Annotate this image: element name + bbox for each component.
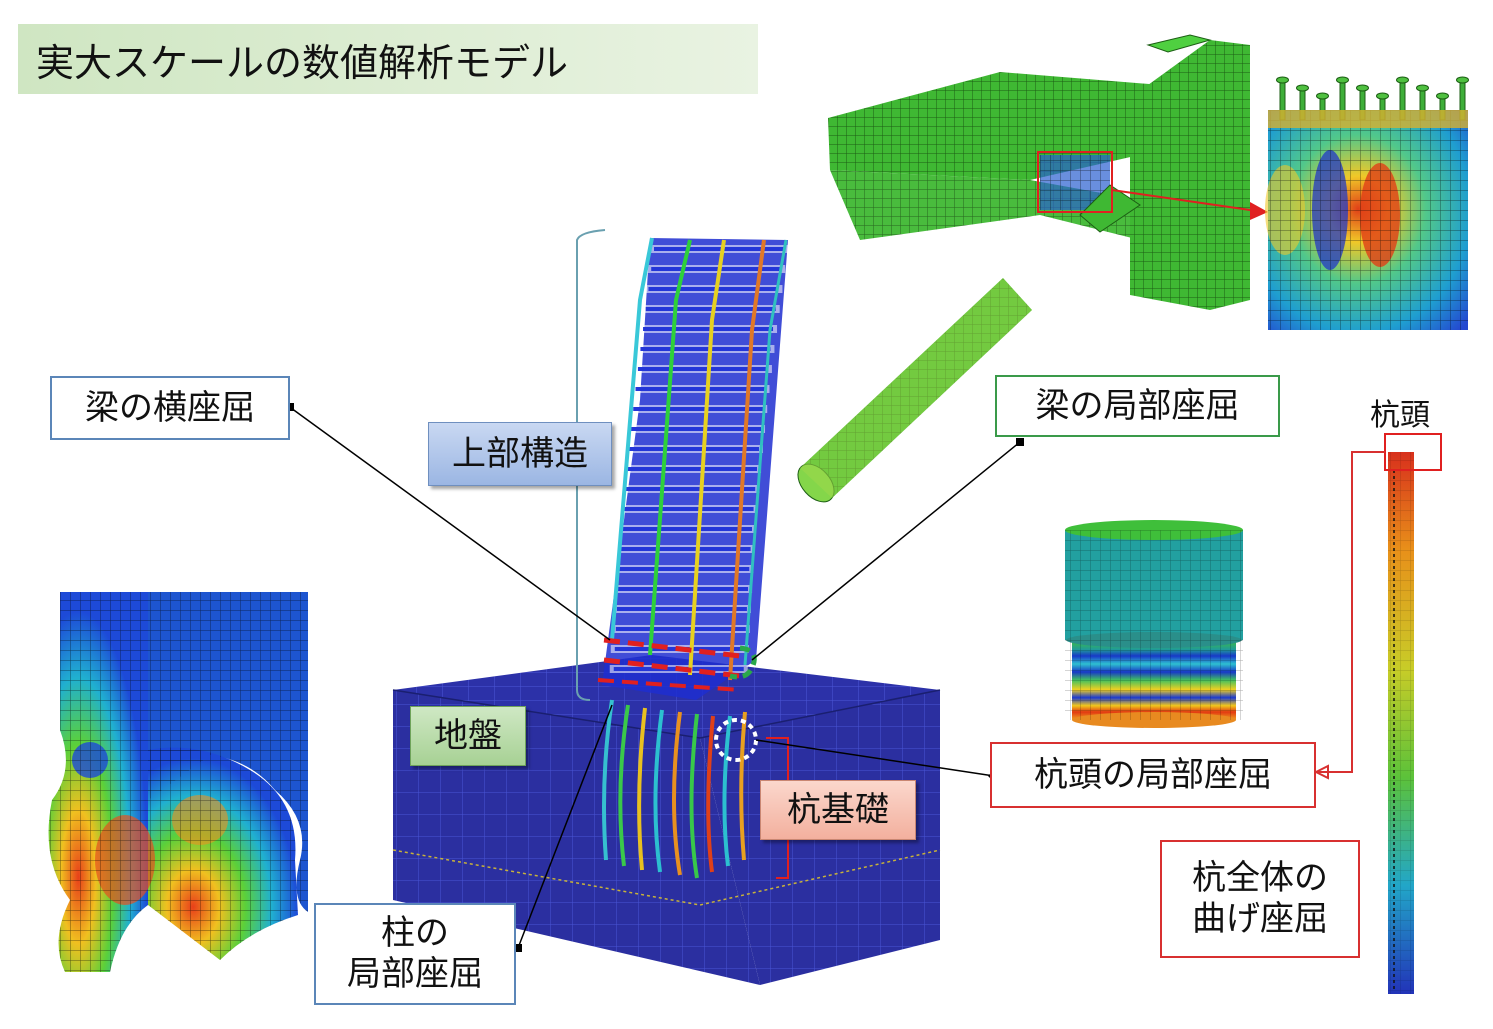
label-pile-foundation: 杭基礎 (760, 780, 916, 840)
foundation-piles (602, 699, 747, 879)
beam-cylinder-model (797, 278, 1032, 503)
column-local-buckling-line1: 柱の (381, 913, 449, 954)
column-local-buckling-line2: 局部座屈 (347, 954, 483, 994)
floor-beam (643, 327, 774, 331)
floor-beam (651, 267, 782, 271)
label-pile-global-buckling: 杭全体の 曲げ座屈 (1160, 840, 1360, 958)
floor-beam (640, 347, 771, 351)
long-pile-model (1313, 433, 1442, 994)
floor-beam (627, 467, 758, 471)
label-superstructure: 上部構造 (428, 422, 612, 486)
label-beam-lateral-buckling: 梁の横座屈 (50, 376, 290, 440)
leader-lines (286, 403, 1024, 952)
beam-joint-model (828, 34, 1268, 310)
floor-beam (623, 507, 754, 511)
building-frame (602, 237, 788, 700)
shear-stud-head (1276, 76, 1289, 84)
shear-stud-head (1336, 76, 1349, 84)
floor-beam (618, 587, 749, 591)
floor-beam (633, 407, 764, 411)
floor-beam (615, 627, 746, 631)
label-beam-local-buckling: 梁の局部座屈 (995, 375, 1280, 437)
floor-beam (645, 307, 776, 311)
floor-beam (620, 547, 751, 551)
shear-stud-head (1316, 92, 1329, 100)
shear-stud-head (1376, 92, 1389, 100)
floor-beam (637, 367, 768, 371)
page-title: 実大スケールの数値解析モデル (18, 24, 758, 94)
shear-stud-head (1396, 76, 1409, 84)
floor-beam (619, 567, 750, 571)
shear-stud-head (1436, 92, 1449, 100)
floor-beam (631, 427, 762, 431)
label-pile-head: 杭頭 (1370, 398, 1430, 433)
pile-global-buckling-line1: 杭全体の (1192, 858, 1328, 899)
label-pile-head-local-buckling: 杭頭の局部座屈 (990, 742, 1316, 808)
shear-stud-head (1296, 84, 1309, 92)
floor-beam (625, 487, 756, 491)
floor-beam (654, 247, 784, 251)
pile-global-buckling-line2: 曲げ座屈 (1192, 899, 1328, 939)
label-column-local-buckling: 柱の 局部座屈 (314, 903, 516, 1005)
label-ground: 地盤 (410, 706, 526, 766)
shear-stud-head (1416, 84, 1429, 92)
flange-top (1268, 110, 1468, 128)
floor-beam (648, 287, 779, 291)
floor-beam (616, 607, 747, 611)
shear-stud-head (1456, 76, 1469, 84)
floor-beam (635, 387, 766, 391)
pile-head-cylinder-model (1065, 520, 1243, 728)
inset-local-buckling (1265, 76, 1469, 330)
shear-stud-head (1356, 84, 1369, 92)
floor-beam (622, 527, 753, 531)
floor-beam (628, 447, 759, 451)
column-buckling-inset (48, 592, 308, 972)
